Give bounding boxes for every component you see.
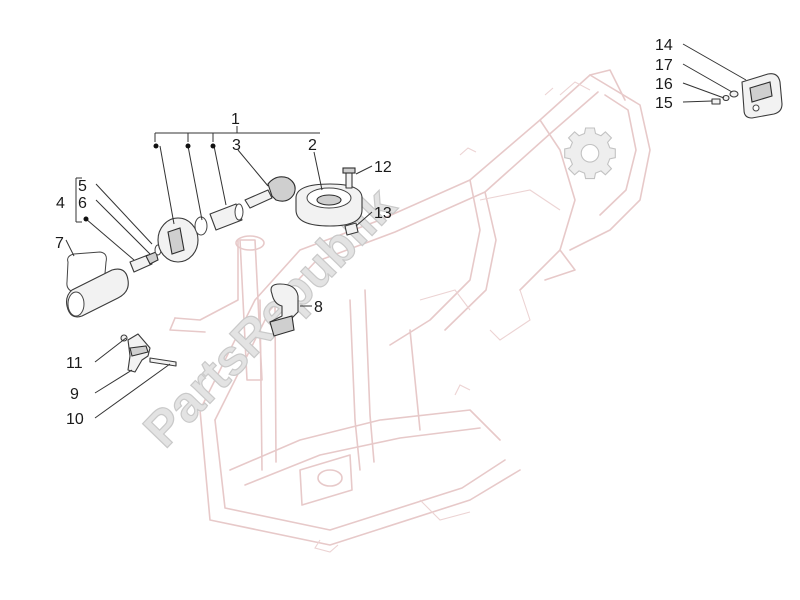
lock-housing-tube: [66, 268, 129, 318]
callout-labels: 1 2 3 4 5 6 7 8 9 10 11 12 13 14 15 16 1…: [55, 37, 673, 428]
part-8-bracket: [269, 283, 299, 337]
part-15-screw: [711, 98, 721, 105]
gear-logo-icon: [564, 127, 616, 180]
callout-7: 7: [55, 235, 64, 252]
part-13-clip: [344, 222, 359, 236]
callout-11: 11: [66, 355, 83, 372]
part-17-washer: [729, 90, 739, 98]
callout-6: 6: [78, 195, 87, 212]
part-2-fuel-cap: [295, 183, 363, 227]
callout-17: 17: [655, 57, 673, 74]
part-14-rear-lock: [741, 73, 783, 119]
callout-10: 10: [66, 411, 84, 428]
callout-1: 1: [231, 111, 240, 128]
part-5-lock-barrel: [129, 244, 162, 273]
scooter-frame: [169, 69, 651, 553]
callout-9: 9: [70, 386, 79, 403]
callout-3: 3: [232, 137, 241, 154]
part-12-screw: [342, 167, 356, 189]
callout-2: 2: [308, 137, 317, 154]
leader-lines: [65, 43, 747, 419]
part-9-lever: [127, 333, 151, 373]
callout-15: 15: [655, 95, 673, 112]
callout-8: 8: [314, 299, 323, 316]
callout-4: 4: [56, 195, 65, 212]
callout-16: 16: [655, 76, 673, 93]
callout-13: 13: [374, 205, 392, 222]
callout-5: 5: [78, 178, 87, 195]
part-11-nut: [120, 334, 128, 342]
callout-12: 12: [374, 159, 392, 176]
part-10-bolt: [149, 357, 177, 367]
ignition-lock-body: [157, 176, 296, 263]
callout-14: 14: [655, 37, 673, 54]
watermark: PartsRepublik: [132, 127, 616, 458]
reference-dots: [83, 143, 216, 222]
